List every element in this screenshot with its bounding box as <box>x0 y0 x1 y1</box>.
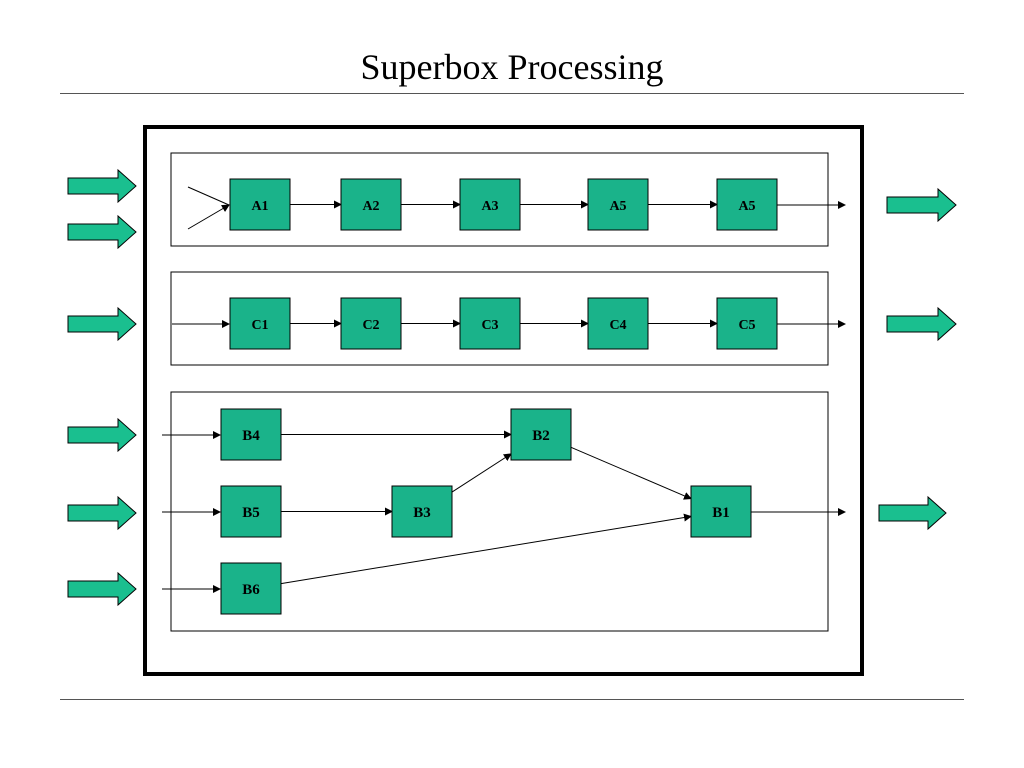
node-label: B6 <box>242 582 260 598</box>
lane-c-frame <box>170 271 829 366</box>
node-label: B4 <box>242 428 260 444</box>
node-label: C1 <box>251 318 268 333</box>
node-c4: C4 <box>587 297 649 350</box>
node-label: B3 <box>413 505 431 521</box>
node-a5: A5 <box>716 178 778 231</box>
output-arrow <box>878 495 947 531</box>
node-b1: B1 <box>690 485 752 538</box>
node-c5: C5 <box>716 297 778 350</box>
node-b4: B4 <box>220 408 282 461</box>
output-arrow <box>886 306 957 342</box>
node-c1: C1 <box>229 297 291 350</box>
input-arrow <box>67 571 137 607</box>
node-a2: A2 <box>340 178 402 231</box>
node-c3: C3 <box>459 297 521 350</box>
superbox-frame <box>143 125 864 676</box>
node-label: B1 <box>712 505 730 521</box>
node-label: A3 <box>481 199 498 214</box>
output-arrow <box>886 187 957 223</box>
node-b3: B3 <box>391 485 453 538</box>
exit-lines <box>751 201 846 516</box>
node-label: B2 <box>532 428 550 444</box>
entry-line-a-lower <box>187 204 230 230</box>
edges <box>280 200 718 585</box>
node-label: A5 <box>609 199 626 214</box>
node-a3: A3 <box>459 178 521 231</box>
output-arrows <box>878 187 957 531</box>
edge-b3-to-b2 <box>451 453 512 493</box>
input-arrow <box>67 168 137 204</box>
input-arrow <box>67 495 137 531</box>
bottom-divider <box>60 699 964 700</box>
node-label: C3 <box>481 318 498 333</box>
input-arrow <box>67 214 137 250</box>
top-divider <box>60 93 964 94</box>
input-arrows <box>67 168 137 607</box>
input-arrow <box>67 417 137 453</box>
node-a1: A1 <box>229 178 291 231</box>
node-b5: B5 <box>220 485 282 538</box>
edge-b6-to-b1 <box>280 513 692 585</box>
node-label: A2 <box>362 199 379 214</box>
slide-title: Superbox Processing <box>360 47 664 87</box>
lane-a-frame <box>170 152 829 247</box>
node-label: A5 <box>738 199 755 214</box>
node-b2: B2 <box>510 408 572 461</box>
node-c2: C2 <box>340 297 402 350</box>
edge-b2-to-b1 <box>570 446 692 500</box>
input-arrow <box>67 306 137 342</box>
node-label: C4 <box>609 318 626 333</box>
entry-line-a-upper <box>187 186 230 206</box>
node-label: C5 <box>738 318 755 333</box>
entry-lines <box>162 186 230 593</box>
node-label: B5 <box>242 505 260 521</box>
node-label: A1 <box>251 199 268 214</box>
node-b6: B6 <box>220 562 282 615</box>
node-a4: A5 <box>587 178 649 231</box>
node-label: C2 <box>362 318 379 333</box>
